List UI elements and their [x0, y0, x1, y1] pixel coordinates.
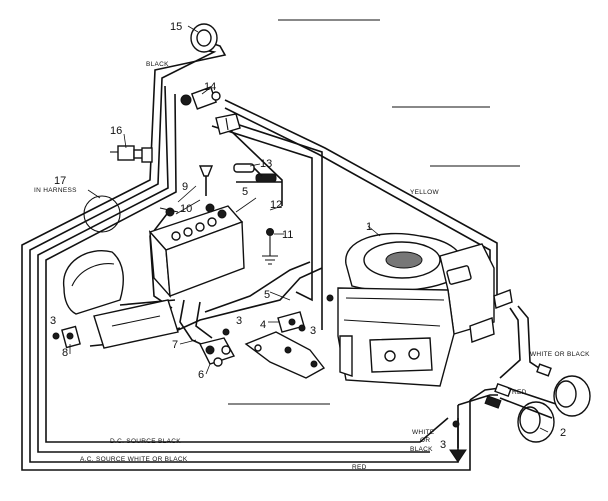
- component-9: [198, 165, 214, 196]
- callout-3-d: 3: [440, 439, 446, 451]
- label-white-low: WHITE: [412, 429, 435, 436]
- headlight-lower: [517, 401, 555, 443]
- engine: [326, 232, 513, 387]
- callout-7: 7: [172, 339, 178, 351]
- callout-13: 13: [260, 158, 272, 170]
- label-in-harness: IN HARNESS: [34, 187, 77, 194]
- callout-5-lower: 5: [264, 289, 270, 301]
- callout-15: 15: [170, 21, 182, 33]
- seat: [63, 250, 124, 315]
- component-14: [180, 86, 221, 110]
- callout-14: 14: [204, 81, 216, 93]
- callout-3-b: 3: [236, 315, 242, 327]
- harness-wires: [21, 41, 546, 471]
- battery: [148, 203, 245, 299]
- component-15: [190, 23, 218, 53]
- component-16: [110, 145, 153, 163]
- component-8: [61, 325, 81, 349]
- label-white-or-black-right: WHITE OR BLACK: [530, 351, 590, 358]
- callout-1: 1: [366, 221, 372, 233]
- callout-12: 12: [270, 199, 282, 211]
- callout-17: 17: [54, 175, 66, 187]
- callout-6: 6: [198, 369, 204, 381]
- relay-bracket: [215, 113, 241, 135]
- label-or-low: OR: [420, 437, 430, 444]
- leader-lines: [69, 25, 549, 433]
- callouts: 15 14 16 13 9 5 12 10 11 1 5 3 3 4 3 7 8…: [50, 21, 566, 451]
- label-yellow: YELLOW: [410, 189, 439, 196]
- callout-3-a: 3: [50, 315, 56, 327]
- callout-16: 16: [110, 125, 122, 137]
- component-13: [233, 163, 277, 183]
- seat-switch-plate: [93, 299, 179, 349]
- headlight-upper: [553, 375, 591, 417]
- label-dc-source: D.C. SOURCE BLACK: [110, 438, 181, 445]
- label-black-low: BLACK: [410, 446, 433, 453]
- component-11: [262, 228, 278, 265]
- screws: [52, 324, 460, 428]
- component-6: [198, 337, 236, 367]
- callout-8: 8: [62, 347, 68, 359]
- label-ac-source: A.C. SOURCE WHITE OR BLACK: [80, 456, 188, 463]
- component-10: [159, 207, 179, 217]
- callout-2: 2: [560, 427, 566, 439]
- callout-11: 11: [282, 229, 293, 241]
- wire-labels: BLACK IN HARNESS YELLOW WHITE OR BLACK R…: [34, 61, 590, 471]
- label-red-right: RED: [512, 389, 527, 396]
- callout-5-upper: 5: [242, 186, 248, 198]
- callout-3-c: 3: [310, 325, 316, 337]
- label-black-top: BLACK: [146, 61, 169, 68]
- component-5-lower: [244, 331, 326, 379]
- callout-4: 4: [260, 319, 266, 331]
- headlight-connectors: [484, 363, 557, 419]
- callout-10: 10: [180, 203, 192, 215]
- harness-loop: [83, 195, 121, 233]
- label-red-bottom: RED: [352, 464, 367, 471]
- callout-9: 9: [182, 181, 188, 193]
